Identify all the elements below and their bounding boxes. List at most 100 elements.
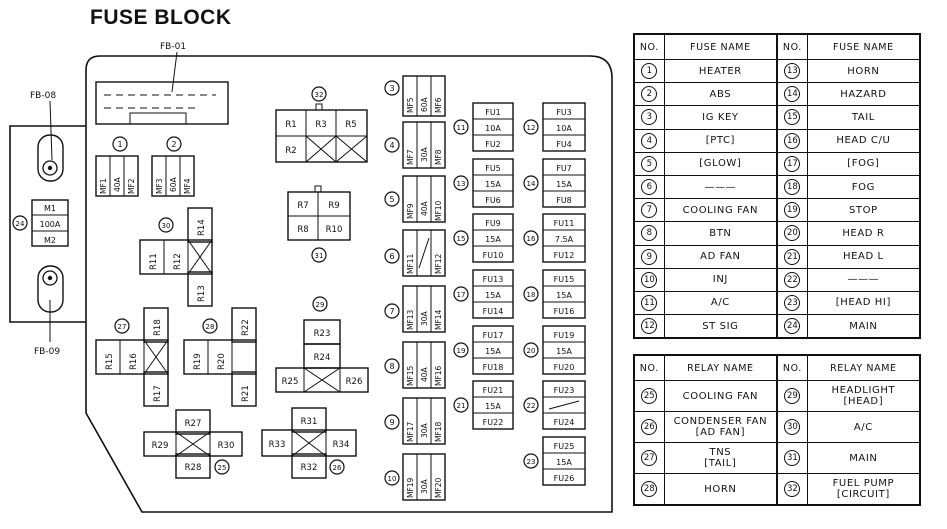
relay-group-31: R7 R9 R8 R10: [287, 185, 351, 241]
circled-9: 9: [384, 414, 400, 430]
svg-text:FU14: FU14: [483, 307, 504, 316]
svg-text:R2: R2: [285, 146, 296, 156]
relay-group-30: R14 R11 R12 R13: [139, 207, 213, 307]
circled-12: 12: [523, 119, 539, 135]
svg-text:R33: R33: [269, 440, 286, 450]
svg-text:R31: R31: [301, 417, 318, 427]
svg-text:15A: 15A: [556, 347, 572, 356]
svg-text:R27: R27: [185, 419, 202, 429]
circled-17: 17: [453, 286, 469, 302]
svg-text:28: 28: [206, 323, 215, 331]
circled-16: 16: [523, 230, 539, 246]
circled-30: 30: [158, 217, 174, 233]
svg-text:22: 22: [527, 402, 536, 410]
svg-text:40A: 40A: [113, 176, 122, 192]
svg-text:15A: 15A: [485, 235, 501, 244]
svg-text:FU11: FU11: [554, 219, 575, 228]
svg-text:15A: 15A: [485, 291, 501, 300]
circled-20: 20: [523, 342, 539, 358]
svg-text:30A: 30A: [420, 422, 429, 438]
svg-text:MF18: MF18: [434, 421, 443, 442]
circled-1: 1: [112, 136, 128, 152]
svg-text:MF16: MF16: [434, 365, 443, 386]
svg-text:26: 26: [333, 464, 342, 472]
relay-group-29: R23 R24 R25 R26: [275, 319, 369, 393]
svg-text:MF7: MF7: [406, 149, 415, 165]
col-fuse-name: FUSE NAME: [806, 33, 921, 60]
svg-text:FU9: FU9: [485, 219, 501, 228]
svg-text:20: 20: [527, 347, 536, 355]
svg-text:15A: 15A: [556, 458, 572, 467]
circled-21: 21: [453, 397, 469, 413]
svg-text:R34: R34: [333, 440, 350, 450]
svg-text:R23: R23: [314, 329, 331, 339]
svg-text:FU20: FU20: [554, 363, 575, 372]
svg-text:MF12: MF12: [434, 253, 443, 274]
svg-text:30A: 30A: [420, 478, 429, 494]
col-no: NO.: [776, 33, 808, 60]
col-relay-name: RELAY NAME: [806, 354, 921, 381]
svg-text:8: 8: [389, 362, 394, 371]
svg-text:R18: R18: [153, 319, 163, 336]
svg-text:R9: R9: [328, 201, 339, 211]
svg-text:MF8: MF8: [434, 149, 443, 165]
svg-text:MF19: MF19: [406, 477, 415, 498]
svg-text:FU5: FU5: [485, 164, 501, 173]
svg-text:60A: 60A: [169, 176, 178, 192]
svg-text:24: 24: [16, 220, 25, 228]
svg-text:R7: R7: [297, 201, 308, 211]
svg-text:MF9: MF9: [406, 203, 415, 219]
svg-text:15A: 15A: [485, 180, 501, 189]
circled-14: 14: [523, 175, 539, 191]
svg-text:10A: 10A: [556, 124, 572, 133]
relay-group-27: R18 R15 R16 R17: [95, 307, 169, 407]
fb01-label: FB-01: [160, 42, 186, 52]
svg-text:MF6: MF6: [434, 97, 443, 113]
svg-text:MF15: MF15: [406, 365, 415, 386]
circled-24: 24: [12, 215, 28, 231]
fb01-connector: [95, 81, 229, 125]
circled-28: 28: [202, 318, 218, 334]
svg-text:12: 12: [527, 124, 536, 132]
svg-text:R29: R29: [152, 441, 169, 451]
svg-text:3: 3: [389, 84, 394, 93]
svg-text:R10: R10: [326, 225, 343, 235]
svg-text:FU24: FU24: [554, 418, 575, 427]
svg-text:10: 10: [388, 475, 397, 483]
svg-text:FU21: FU21: [483, 386, 504, 395]
svg-text:M1: M1: [44, 204, 56, 213]
svg-text:FU12: FU12: [554, 251, 575, 260]
svg-text:19: 19: [457, 347, 466, 355]
col-fuse-name: FUSE NAME: [663, 33, 778, 60]
svg-text:30: 30: [162, 222, 171, 230]
svg-text:R12: R12: [173, 253, 183, 270]
svg-text:FU16: FU16: [554, 307, 575, 316]
svg-text:FU19: FU19: [554, 331, 575, 340]
svg-text:5: 5: [389, 195, 394, 204]
circled-26: 26: [329, 459, 345, 475]
svg-text:R17: R17: [153, 385, 163, 402]
svg-text:R25: R25: [282, 377, 299, 387]
fb08-label: FB-08: [30, 91, 56, 101]
svg-text:2: 2: [171, 140, 176, 149]
svg-text:R20: R20: [217, 353, 227, 370]
circled-18: 18: [523, 286, 539, 302]
svg-text:FU8: FU8: [556, 196, 572, 205]
svg-text:R32: R32: [301, 463, 318, 473]
relay-group-25: R27 R29 R30 R28: [143, 409, 243, 479]
svg-text:16: 16: [527, 235, 536, 243]
svg-text:7: 7: [389, 307, 394, 316]
